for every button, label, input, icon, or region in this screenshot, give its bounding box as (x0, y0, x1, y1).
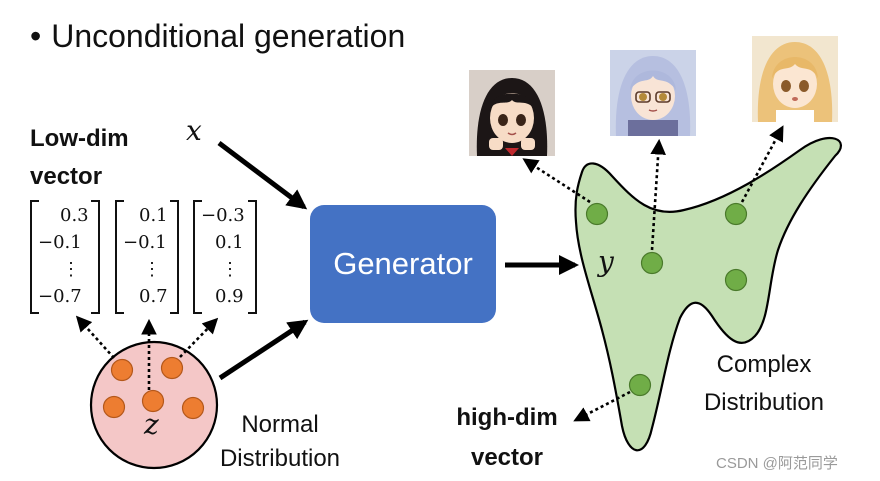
generated-image-2 (610, 50, 696, 136)
title-bullet: • (30, 18, 42, 54)
vector-3-entry: 0.9 (215, 286, 244, 307)
vector-1-left-bracket (30, 200, 39, 314)
vector-3-entry: −0.3 (201, 205, 245, 226)
complex-sample-dot (628, 373, 652, 397)
vector-2-entry: ⋮ (143, 259, 161, 280)
low-dim-label-line2: vector (30, 163, 103, 190)
vector-1-entry: ⋮ (62, 259, 80, 280)
sample-to-image-arrow (650, 138, 666, 251)
vector-2: 0.1 −0.1 ⋮ 0.7 (115, 200, 179, 314)
sample-to-vector-arrow (75, 315, 115, 359)
sample-to-image-arrow (740, 125, 784, 203)
vector-1-entry: −0.7 (38, 286, 82, 307)
vector-2-right-bracket (170, 200, 179, 314)
low-dim-label: Low-dim vector (30, 120, 129, 196)
vector-2-entry: −0.1 (123, 232, 167, 253)
normal-label-line1: Normal (241, 411, 319, 438)
vector-2-entry: 0.1 (139, 205, 168, 226)
high-dim-label-line1: high-dim (456, 404, 558, 431)
normal-sample-dot (160, 356, 184, 380)
normal-sample-dot (181, 396, 205, 420)
vector-1-right-bracket (91, 200, 100, 314)
title-text: Unconditional generation (51, 18, 406, 54)
sample-to-vector-arrow (179, 317, 219, 358)
watermark: CSDN @阿范同学 (716, 455, 838, 472)
sample-to-image-arrow (522, 158, 591, 204)
complex-sample-dot (585, 202, 609, 226)
complex-sample-dot (724, 268, 748, 292)
generator-box: Generator (310, 205, 496, 323)
low-dim-label-line1: Low-dim (30, 125, 129, 152)
vector-1: 0.3 −0.1 ⋮ −0.7 (30, 200, 100, 314)
vector-3-entry: ⋮ (221, 259, 239, 280)
z-symbol: z (144, 408, 159, 441)
vector-3-right-bracket (248, 200, 257, 314)
z-to-generator-arrow (218, 319, 309, 381)
y-symbol: y (598, 245, 614, 278)
sample-to-high-dim-arrow (573, 390, 631, 422)
normal-sample-dot (110, 358, 134, 382)
x-symbol: x (186, 114, 202, 147)
normal-label-line2: Distribution (219, 445, 341, 472)
normal-sample-dot (102, 395, 126, 419)
vector-2-left-bracket (115, 200, 124, 314)
vector-3-entry: 0.1 (215, 232, 244, 253)
normal-distribution-label: Normal Distribution (205, 408, 355, 476)
high-dim-label: high-dim vector (437, 398, 577, 478)
vector-3-left-bracket (193, 200, 202, 314)
slide-title: •Unconditional generation (30, 18, 405, 55)
complex-distribution-shape (574, 136, 842, 452)
vector-2-entry: 0.7 (139, 286, 168, 307)
complex-distribution-label: Complex Distribution (682, 346, 846, 422)
generated-image-3 (752, 36, 838, 122)
vector-1-entry: 0.3 (60, 205, 89, 226)
x-to-generator-arrow (217, 141, 308, 210)
high-dim-label-line2: vector (470, 444, 544, 471)
complex-sample-dot (640, 251, 664, 275)
complex-label-line1: Complex (716, 351, 812, 378)
complex-label-line2: Distribution (703, 389, 825, 416)
normal-sample-dot (141, 389, 165, 413)
generated-image-1 (469, 70, 555, 156)
vector-1-entry: −0.1 (38, 232, 82, 253)
vector-3: −0.3 0.1 ⋮ 0.9 (193, 200, 257, 314)
complex-sample-dot (724, 202, 748, 226)
